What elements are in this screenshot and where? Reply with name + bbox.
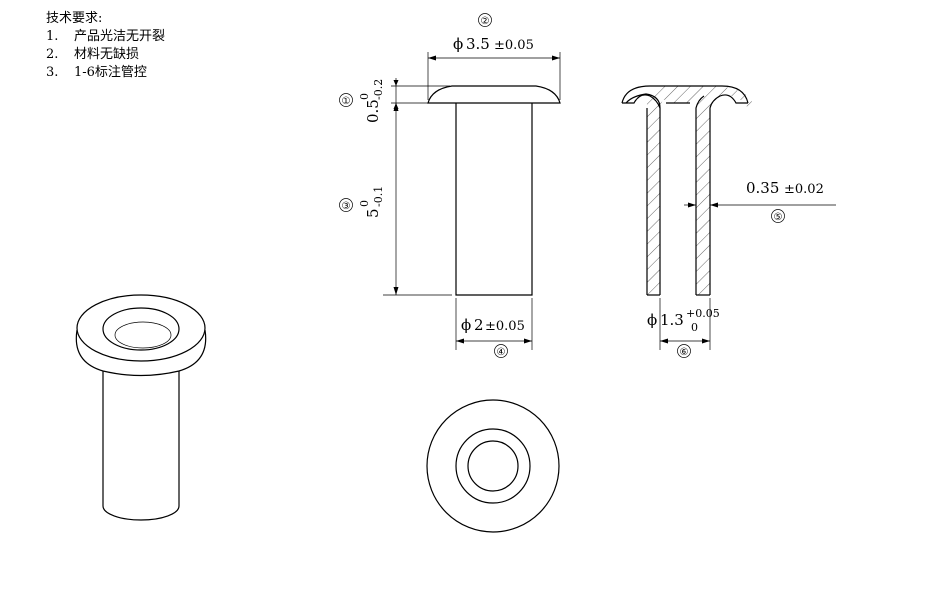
front-view: ϕ 3.5 ±0.05 ② 0.5 0 -0.2 ① 5 0 -0.1 ③ [339,13,561,358]
dim-lower: -0.2 [372,79,385,100]
dim-tube-diameter: ϕ 2 ±0.05 [461,316,525,334]
top-bore-circle [467,440,519,492]
dim-nominal: 1.3 [660,311,684,329]
dim-nominal: 0.35 [746,179,779,197]
requirement-item: 1. 产品光洁无开裂 [46,28,165,46]
requirement-text: 产品光洁无开裂 [74,29,166,44]
dim-tag-4: ④ [497,347,506,358]
dim-inner-diameter: ϕ 1.3 +0.05 0 [647,307,720,334]
iso-bore-outer [102,307,180,351]
section-hatch [646,86,752,295]
section-flange-top [621,85,749,104]
phi-symbol: ϕ [647,311,657,329]
front-tube [455,103,533,296]
requirement-text: 材料无缺损 [74,47,140,62]
requirement-item: 3. 1-6标注管控 [46,64,165,82]
dim-upper: 0 [358,93,371,100]
dim-nominal: 5 [364,208,382,218]
isometric-view [75,294,207,521]
dim-lower: 0 [691,321,698,334]
requirement-text: 1-6标注管控 [74,65,147,80]
section-right-curl [709,94,748,109]
requirement-number: 1. [46,29,59,44]
top-flange-circle [426,399,560,533]
front-flange [427,85,561,104]
dim-tolerance: ±0.05 [494,38,534,53]
iso-flange-top [76,294,206,362]
section-view: 0.35 ±0.02 ⑤ ϕ 1.3 +0.05 0 ⑥ [621,85,836,358]
technical-requirements: 技术要求: 1. 产品光洁无开裂 2. 材料无缺损 3. 1-6标注管控 [46,10,165,82]
dim-tag-circle [478,13,492,27]
dim-tag-1: ① [342,96,351,107]
dim-upper: +0.05 [686,307,720,320]
dim-lower: -0.1 [372,186,385,207]
section-right-wall-inner [695,95,705,295]
requirement-number: 3. [46,65,59,80]
dim-tube-length: 5 0 -0.1 [358,186,385,218]
dim-nominal: 0.5 [364,99,382,123]
dim-tag-circle [771,209,785,223]
top-view [426,399,560,533]
iso-flange-underside [75,329,207,377]
dim-tag-circle [494,344,508,358]
dim-flange-thickness: 0.5 0 -0.2 [358,79,385,123]
dim-tag-circle [339,93,353,107]
requirements-title: 技术要求: [46,11,103,26]
top-tube-outer-circle [455,428,531,504]
dim-tag-circle [339,198,353,212]
dim-nominal: 2 [474,316,484,334]
dim-tolerance: ±0.02 [784,182,824,197]
phi-symbol: ϕ [453,35,463,53]
dim-nominal: 3.5 [466,35,490,53]
section-left-curl [622,94,661,109]
dim-tag-5: ⑤ [774,212,783,223]
requirement-number: 2. [46,47,59,62]
requirement-item: 2. 材料无缺损 [46,46,165,64]
iso-tube-bottom [102,505,180,521]
dim-tag-2: ② [481,16,490,27]
phi-symbol: ϕ [461,316,471,334]
dim-wall-thickness: 0.35 ±0.02 [746,179,824,197]
dim-tag-circle [677,344,691,358]
iso-bore-inner [114,321,172,349]
dim-flange-diameter: ϕ 3.5 ±0.05 [453,35,534,53]
dim-tolerance: ±0.05 [485,319,525,334]
dim-tag-6: ⑥ [680,347,689,358]
section-left-wall-inner [625,93,661,295]
dim-upper: 0 [358,200,371,207]
dim-tag-3: ③ [342,201,351,212]
